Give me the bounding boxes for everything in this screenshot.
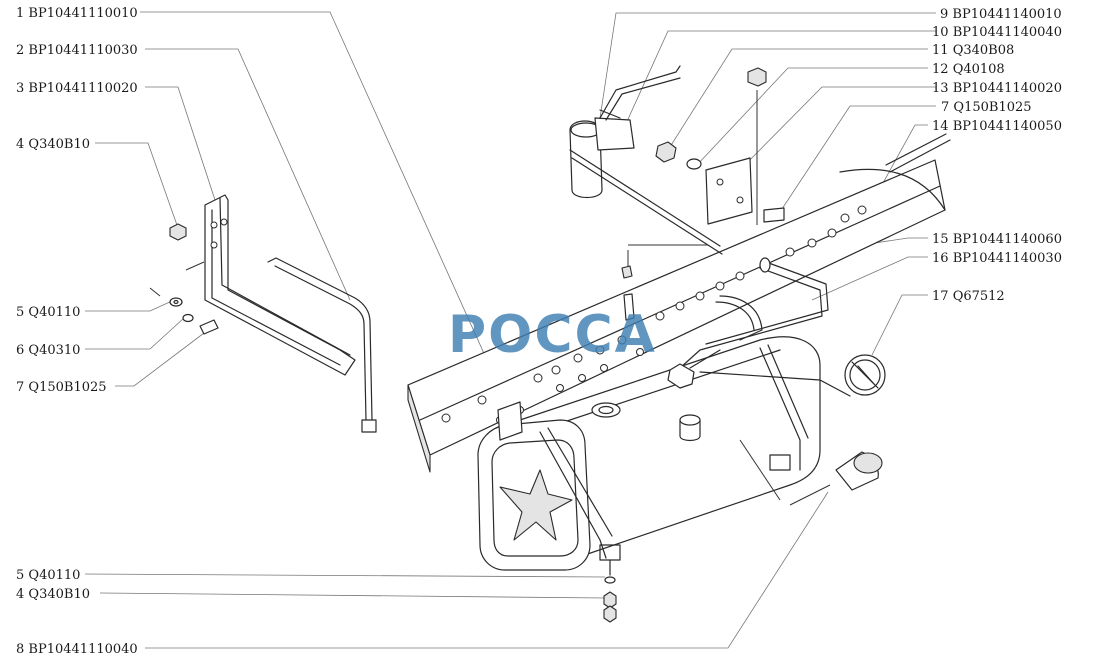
callout-7: 7 Q150B1025 <box>16 380 107 395</box>
callout-14: 14 BP10441140050 <box>932 119 1062 134</box>
washer-q40110 <box>169 297 183 307</box>
callout-8: 8 BP10441110040 <box>16 642 138 657</box>
callout-4-bottom: 4 Q340B10 <box>16 587 90 602</box>
washer-bottom <box>604 576 616 584</box>
callout-6: 6 Q40310 <box>16 343 80 358</box>
nut-q340b08 <box>747 67 767 87</box>
callout-9: 9 BP10441140010 <box>940 7 1062 22</box>
nut-bottom-2 <box>603 605 617 623</box>
callout-16: 16 BP10441140030 <box>932 251 1062 266</box>
nut-q340b10 <box>169 223 187 241</box>
tank-bracket-left <box>204 194 356 376</box>
callout-5-bottom: 5 Q40110 <box>16 568 80 583</box>
callout-2: 2 BP10441110030 <box>16 43 138 58</box>
hose-clamp <box>844 354 886 396</box>
callouts-left: 1 BP10441110010 2 BP10441110030 3 BP1044… <box>16 6 138 395</box>
nut-bottom-1 <box>603 591 617 609</box>
nut-q340b08-2 <box>655 141 677 163</box>
fuel-filter-assembly <box>569 65 723 255</box>
callout-10: 10 BP10441140040 <box>932 25 1062 40</box>
svg-text:POCCA: POCCA <box>448 305 657 365</box>
left-hardware <box>149 223 219 335</box>
callouts-bottom: 5 Q40110 4 Q340B10 8 BP10441110040 <box>16 568 138 657</box>
leader-lines <box>84 11 936 649</box>
callout-3: 3 BP10441110020 <box>16 81 138 96</box>
callout-11: 11 Q340B08 <box>932 43 1014 58</box>
frame-holes <box>441 205 867 424</box>
washer-q40108 <box>686 158 702 170</box>
frame-rail <box>407 159 946 473</box>
callout-7-right: 7 Q150B1025 <box>941 100 1032 115</box>
washer-q40310 <box>182 313 194 323</box>
bolt-q150b1025-right <box>763 207 785 223</box>
center-bolt <box>621 244 708 321</box>
mounting-plate <box>655 67 785 225</box>
bottom-hardware <box>603 559 617 623</box>
watermark: POCCA <box>448 305 657 365</box>
callout-5: 5 Q40110 <box>16 305 80 320</box>
callout-1: 1 BP10441110010 <box>16 6 138 21</box>
callout-17: 17 Q67512 <box>932 289 1005 304</box>
filler-cap <box>739 439 883 506</box>
fuel-lines <box>679 133 951 369</box>
fuel-tank <box>477 336 821 571</box>
callouts-right: 9 BP10441140010 10 BP10441140040 11 Q340… <box>932 7 1062 304</box>
callout-4: 4 Q340B10 <box>16 137 90 152</box>
callout-12: 12 Q40108 <box>932 62 1005 77</box>
bolt-q150b1025 <box>199 319 219 335</box>
callout-15: 15 BP10441140060 <box>932 232 1062 247</box>
sender-bracket <box>667 349 851 397</box>
tank-strap <box>267 257 377 433</box>
callout-13: 13 BP10441140020 <box>932 81 1062 96</box>
